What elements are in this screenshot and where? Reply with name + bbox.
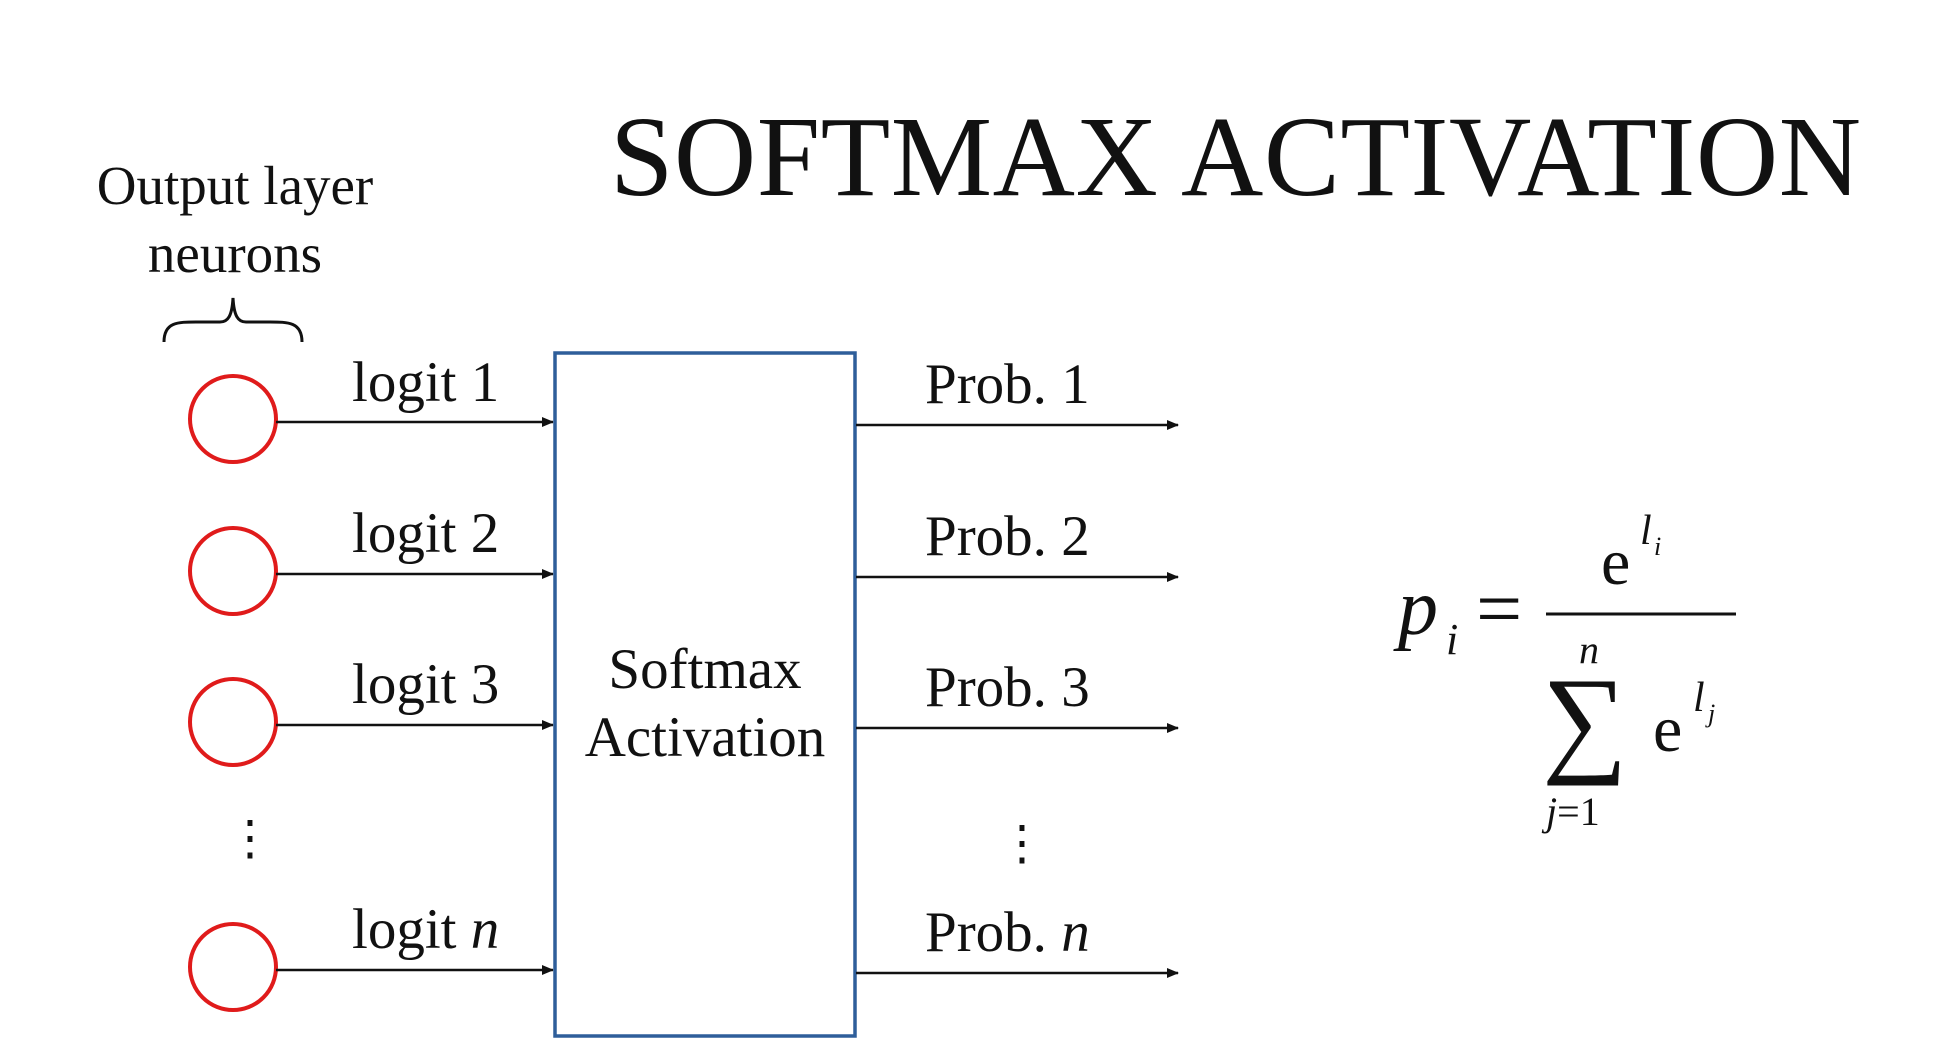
numerator-base: e [1601,526,1631,599]
neuron-1 [188,374,278,464]
output-label-n: Prob. n [925,901,1090,964]
input-label-3: logit 3 [352,653,500,716]
neuron-3 [188,677,278,767]
output-ellipsis: ⋮ [998,817,1046,870]
neuron-n [188,922,278,1012]
formula-lhs: p [1398,564,1438,652]
neuron-2 [188,526,278,616]
caption-line-1: Output layer [96,155,374,216]
neuron-group-brace [162,297,304,343]
input-label-1: logit 1 [352,351,500,414]
box-label-line-2: Activation [584,706,826,769]
numerator-exponent-subscript: i [1654,532,1662,561]
input-label-2: logit 2 [352,502,500,565]
softmax-box-label: Softmax Activation [555,636,855,772]
neuron-ellipsis: ⋮ [226,812,274,865]
output-label-3: Prob. 3 [925,656,1090,719]
denominator-base: e [1653,693,1683,766]
formula-equals: = [1476,563,1523,654]
numerator-exponent: l [1640,508,1652,554]
sum-upper-limit: n [1579,627,1599,672]
input-label-n: logit n [352,898,500,961]
softmax-box [553,351,857,1038]
output-label-2: Prob. 2 [925,505,1090,568]
output-layer-caption: Output layer neurons [70,152,400,288]
sum-lower-limit: j=1 [1546,789,1600,834]
slide-title: SOFTMAX ACTIVATION [610,93,1862,220]
formula-lhs-subscript: i [1446,615,1459,664]
box-label-line-1: Softmax [608,638,802,701]
sum-symbol: ∑ [1542,653,1628,786]
output-label-1: Prob. 1 [925,353,1090,416]
denominator-exponent: l [1693,675,1705,721]
denominator-exponent-subscript: j [1708,699,1716,728]
caption-line-2: neurons [147,223,323,284]
